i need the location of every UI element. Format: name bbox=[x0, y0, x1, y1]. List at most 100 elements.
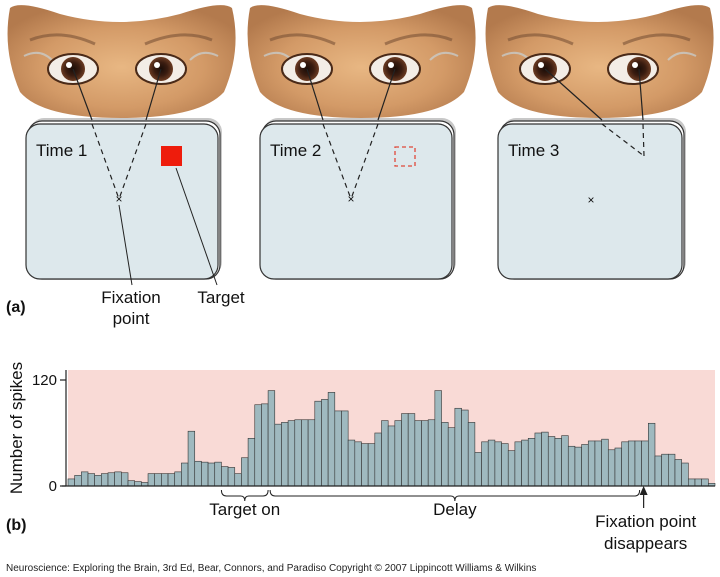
histogram-bar bbox=[374, 432, 382, 487]
fixation-off-label-line2: disappears bbox=[604, 534, 687, 553]
histogram-bar bbox=[507, 450, 516, 487]
histogram-bar bbox=[654, 455, 662, 487]
histogram-bar bbox=[487, 439, 496, 487]
target-square bbox=[161, 146, 182, 166]
histogram-bar bbox=[454, 407, 462, 487]
monkey-face-2 bbox=[247, 5, 476, 118]
histogram-bar bbox=[541, 431, 549, 487]
histogram-bar bbox=[527, 437, 536, 487]
histogram-bar bbox=[647, 422, 656, 487]
histogram-bar bbox=[361, 443, 369, 487]
target-callout: Target bbox=[197, 288, 245, 307]
histogram-bar bbox=[74, 475, 82, 487]
histogram-bar bbox=[274, 423, 282, 487]
histogram-bar bbox=[581, 444, 589, 487]
histogram-bar bbox=[387, 425, 396, 487]
histogram-bar bbox=[81, 471, 89, 487]
histogram-bar bbox=[534, 432, 542, 487]
histogram-bar bbox=[247, 437, 256, 487]
credit-line: Neuroscience: Exploring the Brain, 3rd E… bbox=[6, 563, 536, 574]
time-label-1: Time 1 bbox=[36, 141, 87, 160]
histogram-bar bbox=[381, 420, 389, 487]
monkey-face-3 bbox=[485, 5, 714, 118]
bars bbox=[67, 390, 716, 487]
histogram-bar bbox=[441, 422, 449, 487]
histogram-bar bbox=[87, 473, 95, 487]
histogram-bar bbox=[321, 399, 329, 487]
histogram-bar bbox=[634, 440, 642, 487]
time3-panel: Time 3 × bbox=[485, 5, 714, 280]
histogram-bar bbox=[134, 481, 142, 487]
histogram-bar bbox=[241, 457, 249, 487]
histogram-bar bbox=[107, 472, 115, 487]
delay-label: Delay bbox=[433, 500, 477, 519]
fixation-point-icon: × bbox=[115, 192, 122, 206]
histogram-bar bbox=[461, 409, 469, 487]
histogram-bar bbox=[401, 413, 409, 487]
gaze-line bbox=[145, 68, 162, 121]
histogram-bar bbox=[314, 400, 322, 487]
histogram-bar bbox=[367, 443, 376, 487]
delay-brace bbox=[269, 489, 641, 502]
time-label-2: Time 2 bbox=[270, 141, 321, 160]
gaze-dashed-line bbox=[322, 123, 352, 200]
histogram-bar bbox=[334, 410, 342, 487]
gaze-line bbox=[72, 68, 93, 121]
histogram-bar bbox=[614, 447, 622, 487]
histogram-bar bbox=[181, 462, 189, 487]
histogram-bar bbox=[474, 452, 482, 487]
histogram-bar bbox=[661, 453, 669, 487]
histogram-bar bbox=[281, 422, 289, 487]
gaze-line bbox=[638, 68, 644, 121]
fixation-point-icon: × bbox=[587, 193, 594, 207]
panel-b-label: (b) bbox=[6, 517, 26, 534]
histogram-bar bbox=[514, 441, 522, 487]
histogram-bar bbox=[254, 404, 262, 487]
screen-2 bbox=[259, 123, 453, 280]
histogram-bar bbox=[574, 446, 582, 487]
y-tick-label: 0 bbox=[49, 478, 57, 495]
target-on-label: Target on bbox=[209, 500, 280, 519]
histogram-bar bbox=[621, 441, 629, 487]
histogram-bar bbox=[67, 478, 75, 487]
histogram-bar bbox=[414, 420, 422, 487]
histogram-bar bbox=[227, 467, 236, 487]
histogram-bar bbox=[688, 478, 696, 487]
y-axis-label: Number of spikes bbox=[7, 362, 26, 494]
histogram-bar bbox=[481, 441, 489, 487]
histogram-bar bbox=[407, 413, 416, 487]
histogram-bar bbox=[261, 403, 269, 487]
histogram-bar bbox=[554, 437, 562, 487]
histogram-bar bbox=[641, 440, 649, 487]
histogram-bar bbox=[307, 419, 316, 487]
histogram-bar bbox=[207, 462, 216, 487]
histogram-bar bbox=[567, 445, 576, 487]
histogram-bar bbox=[674, 459, 682, 487]
gaze-dashed-line bbox=[91, 123, 120, 200]
fixation-off-label: Fixation point bbox=[595, 512, 696, 531]
histogram-bar bbox=[447, 427, 456, 487]
remembered-target-square bbox=[394, 146, 416, 167]
gaze-line bbox=[377, 68, 396, 121]
fixation-callout-line2: point bbox=[113, 309, 150, 328]
histogram-bar bbox=[214, 461, 222, 487]
histogram-bar bbox=[521, 439, 529, 487]
histogram-bar bbox=[427, 419, 436, 487]
histogram-bar bbox=[167, 473, 176, 487]
histogram-bar bbox=[627, 440, 636, 487]
histogram-bar bbox=[174, 471, 182, 487]
histogram-bar bbox=[587, 440, 596, 487]
histogram-bar bbox=[494, 441, 502, 487]
histogram-bar bbox=[421, 420, 429, 487]
target-on-brace bbox=[220, 489, 269, 502]
histogram-bar bbox=[547, 436, 556, 487]
histogram-bar bbox=[161, 473, 169, 487]
histogram-bar bbox=[561, 435, 569, 487]
time1-panel: Time 1 × Fixation point Target bbox=[7, 5, 245, 328]
target-callout-line bbox=[175, 167, 218, 286]
time2-panel: Time 2 × bbox=[247, 5, 476, 280]
histogram-bar bbox=[594, 440, 602, 487]
